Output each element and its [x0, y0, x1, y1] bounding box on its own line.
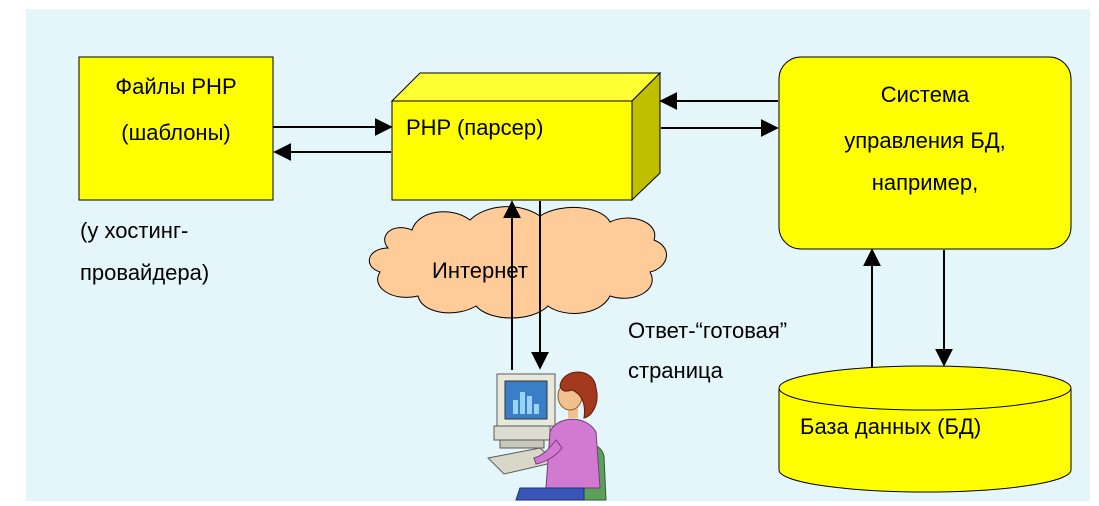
response-label-line1: Ответ-“готовая” — [628, 318, 788, 343]
php-parser-label: PHP (парсер) — [406, 115, 544, 140]
dbms-label-line3: например, — [871, 170, 979, 195]
php-parser-box — [390, 71, 662, 202]
dbms-label-line1: Система — [880, 82, 970, 107]
hosting-note-line1: (у хостинг- — [80, 218, 189, 243]
dbms-label-line2: управления БД, — [844, 128, 1006, 153]
php-files-box — [78, 56, 274, 201]
database-cylinder — [778, 365, 1072, 493]
internet-label: Интернет — [432, 258, 528, 283]
php-files-label-line2: (шаблоны) — [121, 120, 231, 145]
response-label-line2: страница — [628, 358, 723, 383]
php-files-label-line1: Файлы PHP — [115, 74, 237, 99]
database-label: База данных (БД) — [800, 414, 982, 439]
dbms-box — [778, 56, 1072, 250]
user-at-computer-icon — [486, 371, 607, 501]
internet-cloud — [368, 206, 667, 319]
hosting-note-line2: провайдера) — [80, 260, 210, 285]
